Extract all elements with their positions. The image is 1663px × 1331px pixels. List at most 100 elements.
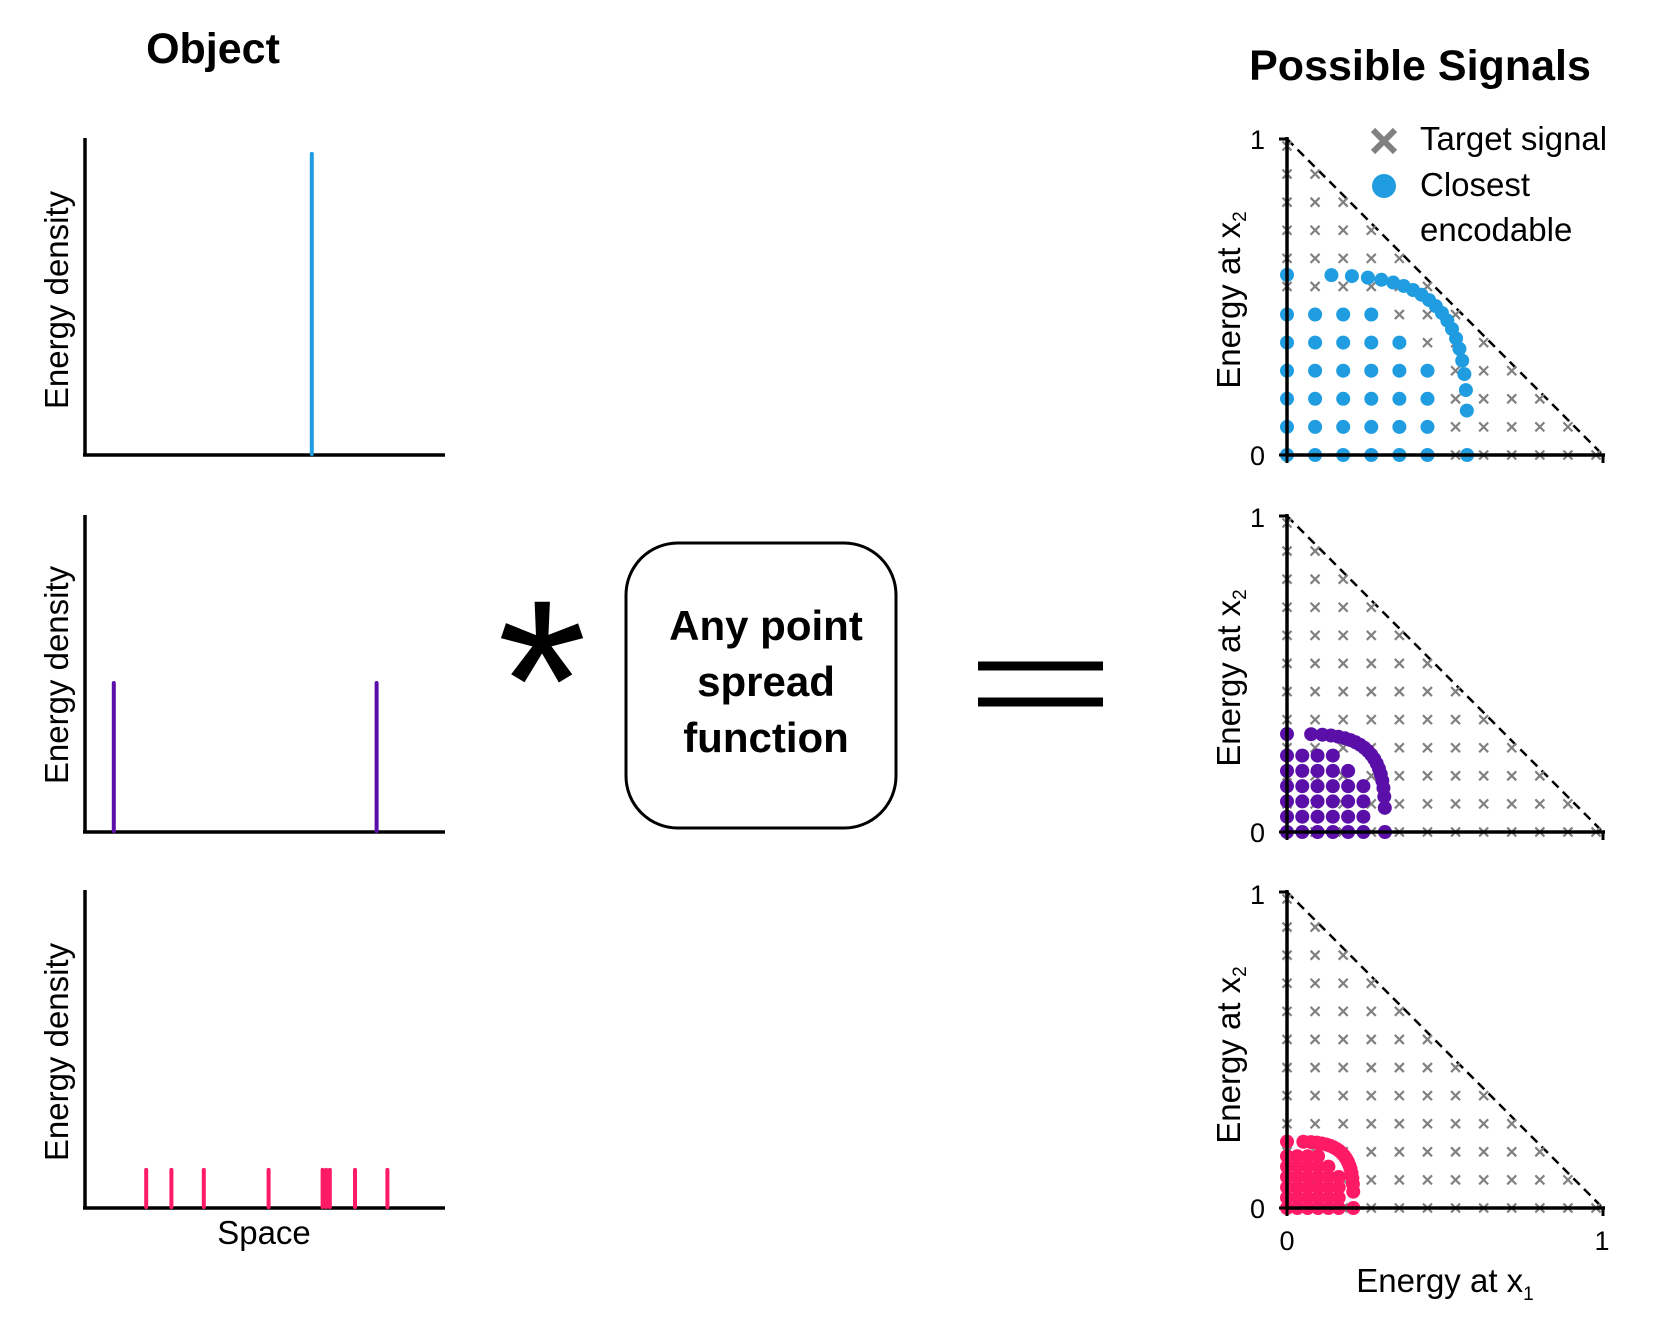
legend-closest-label-2: encodable — [1420, 211, 1572, 248]
target-marker — [1309, 1090, 1321, 1101]
target-marker — [1365, 1174, 1377, 1186]
target-marker — [1309, 714, 1321, 725]
closest-encodable-point — [1308, 419, 1323, 434]
target-marker — [1337, 573, 1349, 585]
closest-encodable-point — [1300, 1190, 1315, 1205]
target-marker — [1478, 1118, 1489, 1130]
target-marker — [1309, 630, 1321, 641]
closest-encodable-point — [1295, 763, 1310, 778]
target-marker — [1365, 714, 1377, 725]
closest-encodable-point — [1295, 809, 1310, 824]
closest-encodable-point — [1336, 363, 1351, 378]
signals-ylabel-1: Energy at x2 — [1210, 211, 1251, 389]
closest-encodable-point — [1392, 391, 1407, 406]
target-marker — [1337, 630, 1349, 641]
target-marker — [1309, 1118, 1321, 1130]
target-marker — [1534, 798, 1546, 810]
target-marker — [1478, 770, 1489, 782]
closest-encodable-point — [1331, 1180, 1346, 1195]
closest-encodable-point — [1364, 363, 1379, 378]
closest-encodable-point — [1310, 748, 1325, 763]
ytick-0-bot: 0 — [1250, 1194, 1265, 1224]
target-marker — [1365, 977, 1377, 989]
closest-encodable-point — [1300, 1169, 1315, 1184]
ytick-1-mid: 1 — [1250, 503, 1265, 533]
closest-encodable-point — [1311, 1169, 1326, 1184]
target-marker — [1309, 686, 1321, 697]
target-marker — [1506, 1146, 1518, 1158]
target-marker — [1450, 393, 1461, 405]
closest-encodable-point — [1310, 763, 1325, 778]
closest-encodable-point — [1325, 809, 1340, 824]
closest-encodable-point — [1458, 383, 1473, 398]
closest-encodable-point — [1341, 794, 1356, 809]
closest-encodable-point — [1336, 391, 1351, 406]
psf-line-3: function — [683, 714, 849, 761]
target-marker — [1337, 1090, 1349, 1101]
closest-encodable-point — [1311, 1159, 1326, 1174]
target-marker — [1337, 714, 1349, 725]
closest-encodable-point — [1290, 1149, 1305, 1164]
target-marker — [1337, 949, 1349, 961]
target-marker — [1309, 949, 1321, 961]
closest-encodable-point — [1295, 794, 1310, 809]
closest-encodable-point — [1310, 779, 1325, 794]
target-marker — [1337, 658, 1349, 669]
target-marker — [1422, 1034, 1433, 1045]
target-marker — [1309, 658, 1321, 669]
target-marker — [1309, 1006, 1321, 1017]
closest-encodable-point — [1321, 1159, 1336, 1174]
target-marker — [1394, 309, 1405, 320]
closest-encodable-point — [1308, 335, 1323, 350]
target-marker — [1394, 1118, 1405, 1130]
signals-ylabel-3: Energy at x2 — [1210, 966, 1251, 1144]
closest-encodable-point — [1311, 1190, 1326, 1205]
target-marker — [1365, 686, 1377, 697]
target-marker — [1534, 1146, 1546, 1158]
target-marker — [1422, 770, 1433, 782]
svg-text:Energy at x2: Energy at x2 — [1210, 966, 1251, 1144]
target-marker — [1422, 658, 1433, 669]
signals-title: Possible Signals — [1249, 42, 1591, 90]
target-marker — [1365, 658, 1377, 669]
target-marker — [1309, 281, 1321, 292]
target-marker — [1365, 1062, 1377, 1073]
target-marker — [1422, 1062, 1433, 1073]
closest-encodable-point — [1356, 779, 1371, 794]
object-ylabel-2: Energy density — [38, 565, 75, 784]
legend-closest-marker — [1372, 174, 1396, 198]
closest-encodable-point — [1308, 307, 1323, 322]
signals-ylabel-2: Energy at x2 — [1210, 589, 1251, 767]
signals-plot-1 — [1279, 137, 1605, 463]
closest-encodable-point — [1392, 335, 1407, 350]
target-marker — [1478, 365, 1489, 377]
target-marker — [1337, 196, 1349, 208]
target-marker — [1365, 1118, 1377, 1130]
target-marker — [1450, 714, 1461, 725]
closest-encodable-point — [1290, 1159, 1305, 1174]
closest-encodable-point — [1325, 779, 1340, 794]
target-marker — [1478, 742, 1489, 754]
target-marker — [1337, 1118, 1349, 1130]
ytick-0-mid: 0 — [1250, 818, 1265, 848]
target-marker — [1337, 977, 1349, 989]
target-marker — [1394, 1174, 1405, 1186]
closest-encodable-point — [1325, 763, 1340, 778]
target-marker — [1450, 1146, 1461, 1158]
closest-encodable-point — [1290, 1169, 1305, 1184]
object-title: Object — [146, 25, 280, 73]
closest-encodable-point — [1457, 367, 1472, 382]
closest-encodable-point — [1420, 419, 1435, 434]
closest-encodable-point — [1325, 748, 1340, 763]
closest-encodable-point — [1296, 1134, 1311, 1149]
target-marker — [1309, 1062, 1321, 1073]
closest-encodable-point — [1341, 763, 1356, 778]
target-marker — [1562, 1174, 1574, 1186]
target-marker — [1422, 686, 1433, 697]
target-marker — [1309, 196, 1321, 208]
closest-encodable-point — [1336, 335, 1351, 350]
target-marker — [1478, 421, 1489, 433]
target-marker — [1506, 421, 1518, 433]
target-marker — [1309, 253, 1321, 264]
